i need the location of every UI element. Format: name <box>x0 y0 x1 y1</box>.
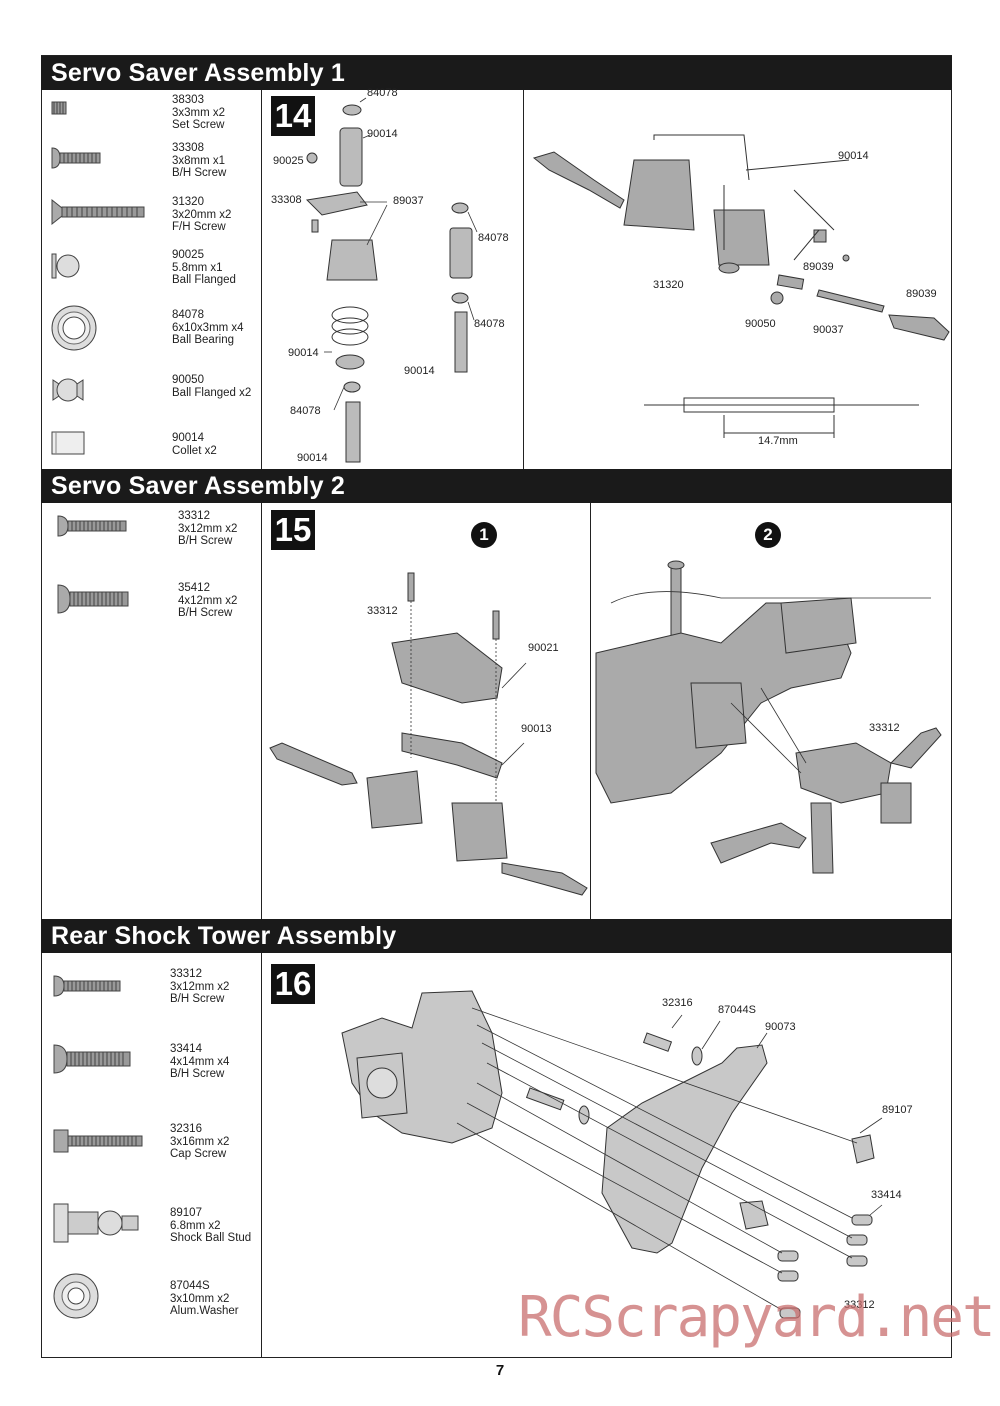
callout-label: 89039 <box>906 288 937 300</box>
callout-label: 89107 <box>882 1104 913 1116</box>
ball-flanged-icon <box>52 378 84 402</box>
step-number-14: 14 <box>271 96 315 136</box>
ball-bearing-icon <box>51 305 97 351</box>
cap-screw-icon <box>53 1129 143 1153</box>
callout-label: 32316 <box>662 997 693 1009</box>
divider <box>261 90 262 469</box>
callout-label: 90025 <box>273 155 304 167</box>
page-frame <box>41 55 952 1358</box>
callout-label: 84078 <box>478 232 509 244</box>
callout-label: 90014 <box>367 128 398 140</box>
callout-label: 31320 <box>653 279 684 291</box>
washer-icon <box>53 1273 99 1319</box>
divider <box>590 503 591 919</box>
callout-label: 90014 <box>297 452 328 464</box>
callout-label: 90021 <box>528 642 559 654</box>
callout-label: 89037 <box>393 195 424 207</box>
callout-label: 84078 <box>290 405 321 417</box>
callout-label: 33312 <box>844 1299 875 1311</box>
dimension-label: 14.7mm <box>758 435 798 447</box>
section-title-servo-saver-1: Servo Saver Assembly 1 <box>41 56 952 90</box>
watermark: RCScrapyard.net <box>518 1285 996 1350</box>
callout-label: 90013 <box>521 723 552 735</box>
button-head-screw-icon <box>51 147 101 169</box>
rear-shock-tower-exploded-diagram <box>341 990 883 1319</box>
callout-label: 90050 <box>745 318 776 330</box>
callout-label: 33414 <box>871 1189 902 1201</box>
divider <box>261 953 262 1357</box>
callout-label: 90073 <box>765 1021 796 1033</box>
servo-saver-mounting-diagram <box>269 572 588 896</box>
callout-label: 33312 <box>367 605 398 617</box>
callout-label: 84078 <box>367 87 398 99</box>
button-head-screw-icon <box>57 515 127 537</box>
callout-label: 89039 <box>803 261 834 273</box>
collet-icon <box>51 431 85 455</box>
section-title-servo-saver-2: Servo Saver Assembly 2 <box>41 469 952 503</box>
callout-label: 33308 <box>271 194 302 206</box>
sub-step-number: 2 <box>755 522 781 548</box>
shock-ball-stud-icon <box>53 1203 139 1243</box>
set-screw-icon <box>51 101 67 115</box>
callout-label: 33312 <box>869 722 900 734</box>
callout-label: 90037 <box>813 324 844 336</box>
button-head-screw-icon <box>53 975 121 997</box>
ball-flanged-icon <box>51 253 80 279</box>
callout-label: 90014 <box>838 150 869 162</box>
step-number-15: 15 <box>271 510 315 550</box>
divider <box>523 90 524 469</box>
callout-label: 84078 <box>474 318 505 330</box>
button-head-screw-icon <box>57 584 129 614</box>
servo-saver-exploded-diagram <box>305 97 478 463</box>
page-number: 7 <box>495 1362 505 1379</box>
callout-label: 90014 <box>404 365 435 377</box>
callout-label: 90014 <box>288 347 319 359</box>
divider <box>261 503 262 919</box>
callout-label: 87044S <box>718 1004 756 1016</box>
step-number-16: 16 <box>271 964 315 1004</box>
flat-head-screw-icon <box>51 198 145 226</box>
chassis-installation-diagram <box>595 560 942 874</box>
button-head-screw-icon <box>53 1044 131 1074</box>
sub-step-number: 1 <box>471 522 497 548</box>
section-title-rear-shock-tower: Rear Shock Tower Assembly <box>41 919 952 953</box>
steering-link-assembly-diagram <box>532 134 950 438</box>
